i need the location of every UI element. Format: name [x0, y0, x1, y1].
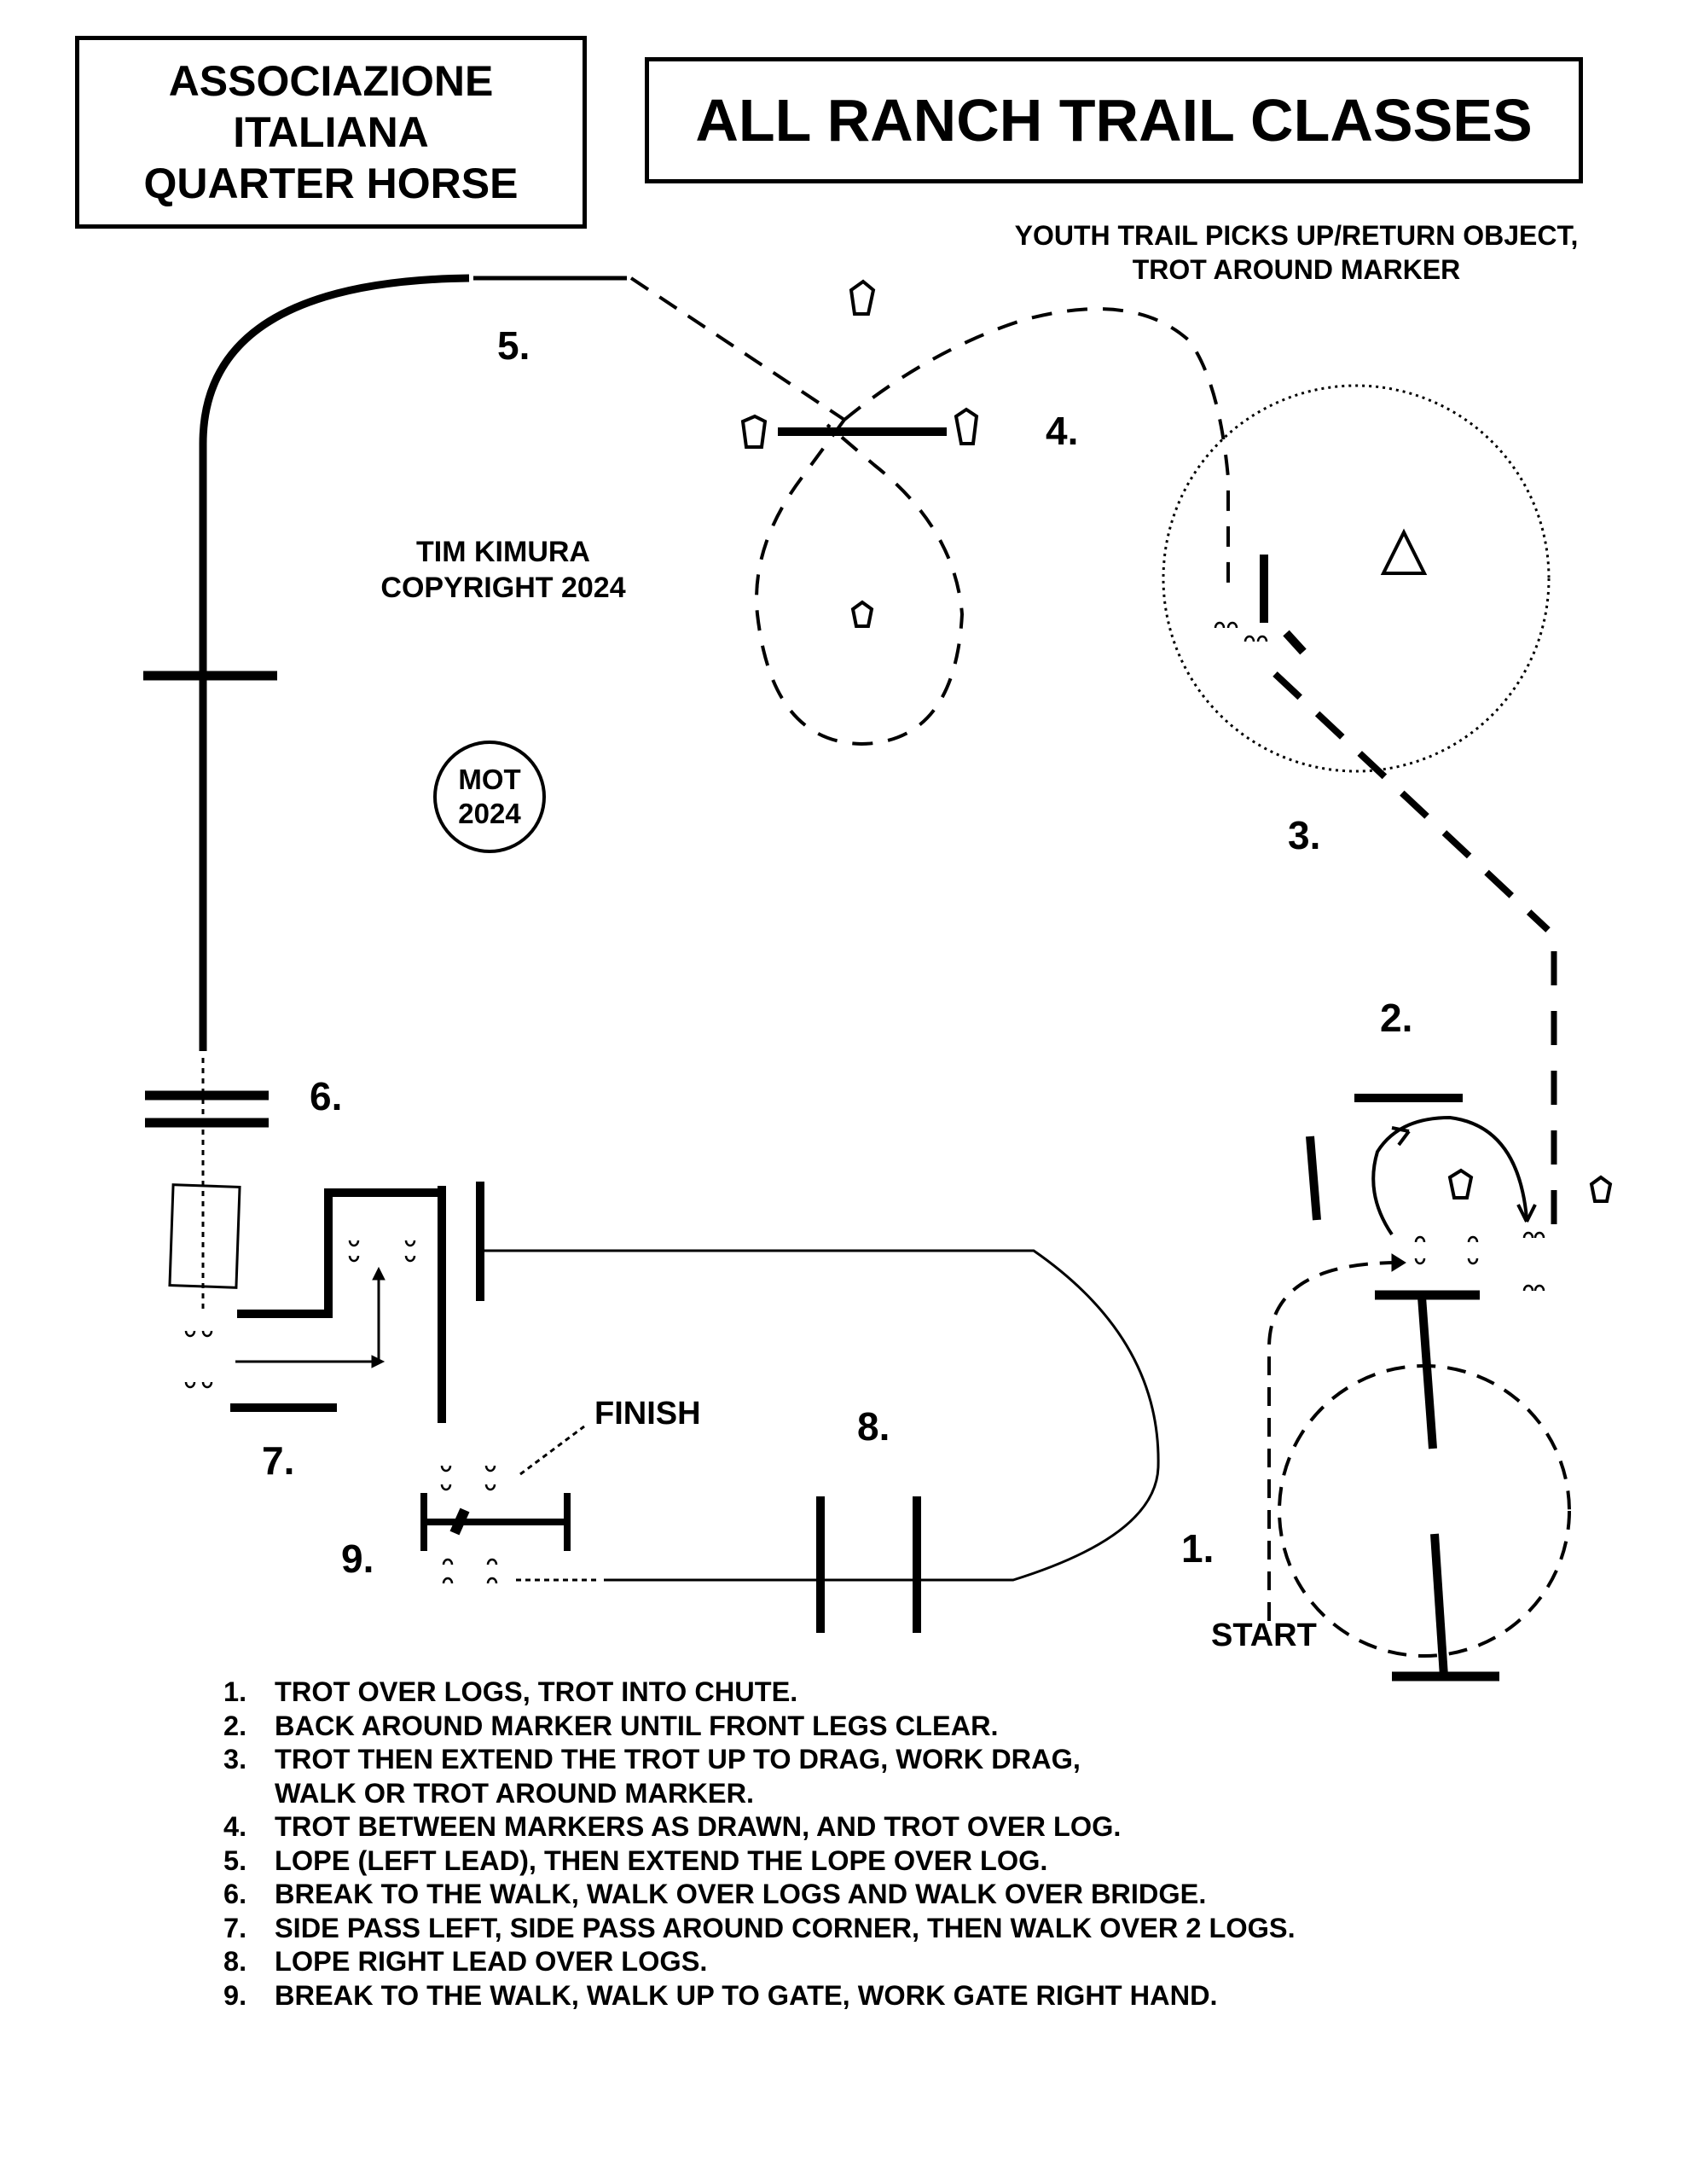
association-line-1: ASSOCIAZIONE — [168, 57, 494, 105]
marker-4-center — [850, 600, 874, 628]
page-title: ALL RANCH TRAIL CLASSES — [645, 57, 1583, 183]
drag-circle — [1162, 384, 1551, 773]
instruction-item: 3.TROT THEN EXTEND THE TROT UP TO DRAG, … — [223, 1744, 1081, 1809]
route-4-to-3 — [843, 307, 1230, 589]
start-label: START — [1211, 1618, 1317, 1653]
route-3-drag — [1272, 671, 1551, 932]
marker-2 — [1447, 1168, 1474, 1199]
finish-label: FINISH — [594, 1396, 701, 1432]
youth-note-line-1: YOUTH TRAIL PICKS UP/RETURN OBJECT, — [1014, 220, 1579, 251]
obstacle-9-number: 9. — [341, 1536, 374, 1581]
instruction-item: 5.LOPE (LEFT LEAD), THEN EXTEND THE LOPE… — [223, 1844, 1048, 1876]
hoof-prints — [184, 621, 1545, 1584]
copyright-credit: TIM KIMURA COPYRIGHT 2024 — [358, 534, 648, 606]
marker-4-left — [740, 414, 768, 449]
gate-latch — [449, 1507, 470, 1536]
sidepass-arrow-head-up — [372, 1266, 386, 1281]
obstacle-3-number: 3. — [1288, 813, 1321, 857]
back-arrow-path — [1371, 1115, 1528, 1236]
instruction-item: 9.BREAK TO THE WALK, WALK UP TO GATE, WO… — [223, 1979, 1218, 2011]
instruction-item: 7.SIDE PASS LEFT, SIDE PASS AROUND CORNE… — [223, 1912, 1296, 1943]
association-box: ASSOCIAZIONE ITALIANA QUARTER HORSE — [75, 36, 587, 229]
back-arrow-head-right — [1516, 1204, 1537, 1223]
log-1-b — [1430, 1533, 1448, 1677]
back-arrow-head-left — [1391, 1126, 1411, 1147]
lope-arc-path — [199, 274, 470, 1051]
mot-seal: MOT 2024 — [433, 741, 546, 853]
copyright-line: COPYRIGHT 2024 — [380, 572, 626, 604]
drag-item — [1283, 630, 1307, 655]
marker-4-top — [849, 279, 876, 316]
instruction-item: 4.TROT BETWEEN MARKERS AS DRAWN, AND TRO… — [223, 1811, 1122, 1842]
finish-pointer — [519, 1425, 585, 1476]
instruction-item: 8.LOPE RIGHT LEAD OVER LOGS. — [223, 1946, 708, 1977]
obstacle-6-number: 6. — [310, 1074, 343, 1118]
association-line-3: QUARTER HORSE — [143, 160, 519, 207]
seal-line-1: MOT — [458, 764, 521, 795]
sidepass-arrow-head-right — [371, 1355, 386, 1368]
start-route — [1267, 1261, 1400, 1621]
instruction-item: 1.TROT OVER LOGS, TROT INTO CHUTE. — [223, 1676, 798, 1707]
route-4-loop — [755, 418, 965, 746]
start-route-arrow — [1391, 1253, 1406, 1272]
obstacle-2-number: 2. — [1380, 996, 1413, 1040]
obstacle-5-number: 5. — [497, 323, 530, 368]
obstacle-1-number: 1. — [1181, 1526, 1215, 1571]
association-line-2: ITALIANA — [233, 108, 429, 156]
obstacle-7-number: 7. — [262, 1438, 295, 1483]
log-1-a — [1417, 1296, 1437, 1449]
trot-circle — [1278, 1364, 1571, 1658]
instruction-item: 6.BREAK TO THE WALK, WALK OVER LOGS AND … — [223, 1879, 1207, 1909]
instructions-list: 1.TROT OVER LOGS, TROT INTO CHUTE. 2.BAC… — [223, 1676, 1296, 2013]
obstacle-8-number: 8. — [857, 1404, 890, 1449]
youth-note: YOUTH TRAIL PICKS UP/RETURN OBJECT, TROT… — [955, 218, 1638, 287]
youth-note-line-2: TROT AROUND MARKER — [1132, 254, 1461, 285]
drag-triangle-marker — [1380, 528, 1428, 575]
bridge — [168, 1183, 241, 1289]
marker-2-right — [1589, 1175, 1613, 1203]
obstacle-4-number: 4. — [1046, 409, 1079, 453]
marker-4-right — [954, 407, 979, 445]
instruction-item: 2.BACK AROUND MARKER UNTIL FRONT LEGS CL… — [223, 1710, 999, 1741]
designer-name: TIM KIMURA — [416, 536, 590, 568]
route-5-to-4 — [629, 276, 846, 421]
sidepass-corner-log — [237, 1188, 443, 1318]
log-2-left — [1306, 1136, 1321, 1221]
seal-line-2: 2024 — [458, 798, 521, 829]
